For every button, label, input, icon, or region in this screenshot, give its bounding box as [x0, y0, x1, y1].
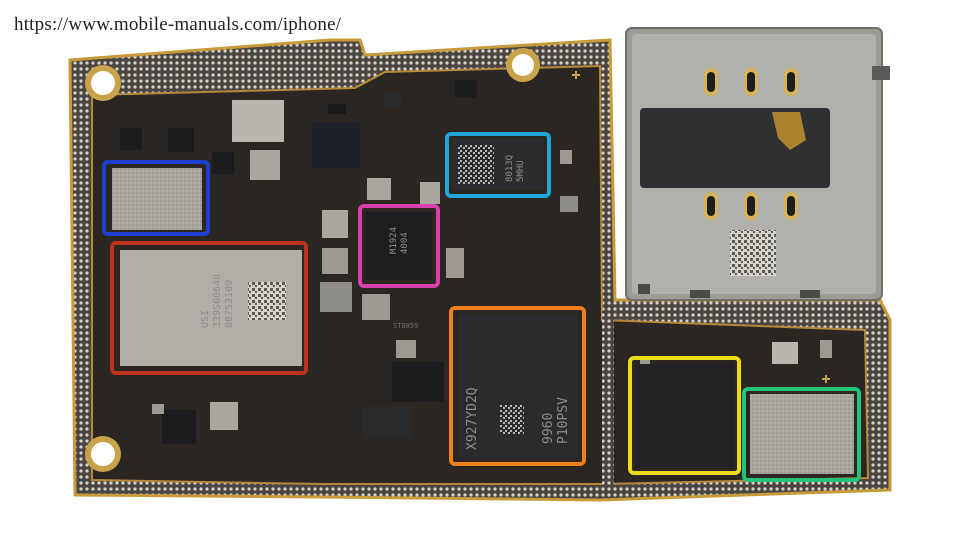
chip-green [742, 387, 861, 482]
chip-red-line-3: 80753109 [224, 280, 235, 328]
datamatrix-cyan [458, 144, 494, 184]
chip-cyan: 8013Q 5MHU [445, 132, 551, 198]
sim-tray [625, 27, 890, 301]
datamatrix-orange [500, 404, 524, 434]
small-components [120, 80, 832, 444]
mounting-holes [85, 48, 540, 472]
chip-orange-line-3: P10PSV [556, 397, 571, 444]
chip-cyan-line-2: 5MHU [516, 160, 526, 182]
sim-datamatrix [730, 230, 776, 276]
small-chip-marking: ST8859 [393, 322, 418, 330]
highlight-box-cyan [445, 132, 551, 198]
fiducial-marks [572, 71, 830, 383]
highlight-box-magenta [358, 204, 440, 288]
chip-red-line-2: 339S00648 [212, 274, 223, 328]
source-url: https://www.mobile-manuals.com/iphone/ [14, 14, 342, 35]
chip-yellow [628, 356, 741, 475]
chip-red: USI 339S00648 80753109 [110, 241, 308, 375]
datamatrix-red [248, 282, 286, 320]
chip-magenta: M1924 4004 [358, 204, 440, 288]
chip-orange-line-1: X927YD2Q [465, 387, 480, 450]
chip-red-line-1: USI [200, 310, 211, 328]
highlight-box-blue [102, 160, 210, 236]
chip-cyan-line-1: 8013Q [505, 155, 515, 182]
chip-orange-line-2: 9960 [541, 413, 556, 444]
highlight-box-yellow [628, 356, 741, 475]
chip-orange: X927YD2Q 9960 P10PSV [449, 306, 586, 466]
chip-blue [102, 160, 210, 236]
sim-contact-pins [704, 68, 798, 220]
highlight-box-red [110, 241, 308, 375]
highlight-box-green [742, 387, 861, 482]
chip-magenta-line-2: 4004 [400, 232, 410, 254]
chip-magenta-line-1: M1924 [389, 227, 399, 254]
highlight-box-orange [449, 306, 586, 466]
